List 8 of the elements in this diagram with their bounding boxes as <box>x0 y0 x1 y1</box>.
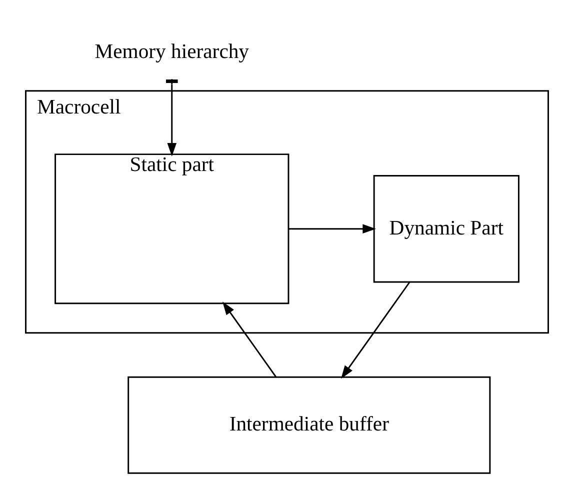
arrow <box>166 79 178 156</box>
node-box: Dynamic Part <box>373 174 520 283</box>
node-box: Static part <box>54 154 290 304</box>
arrow <box>340 282 410 379</box>
node-box: Intermediate buffer <box>128 376 491 474</box>
arrow <box>222 302 276 378</box>
node-text: Memory hierarchy <box>94 40 250 63</box>
arrow <box>288 224 376 234</box>
